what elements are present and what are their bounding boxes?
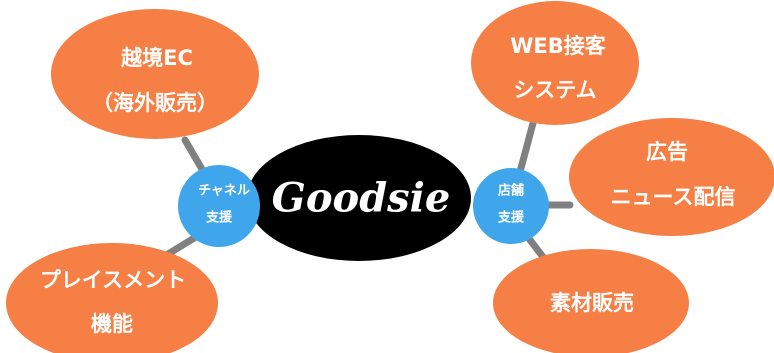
hub-store-support-line2: 支援	[497, 210, 525, 226]
hub-channel-support-shape	[178, 165, 260, 247]
hub-store-support: 店舗 支援	[473, 168, 549, 244]
node-ad-news-line1: 広告	[646, 140, 688, 164]
node-crossborder-line2: （海外販売）	[92, 91, 218, 115]
hub-store-support-line1: 店舗	[498, 183, 524, 199]
node-web-service-shape	[471, 1, 639, 125]
node-ad-news-line2: ニュース配信	[611, 185, 736, 209]
node-web-service: WEB接客 システム	[471, 1, 639, 125]
node-placement: プレイスメント 機能	[6, 243, 218, 353]
hub-store-support-shape	[473, 168, 549, 244]
node-crossborder-line1: 越境EC	[120, 46, 193, 70]
node-ad-news-shape	[569, 118, 774, 236]
node-placement-line1: プレイスメント	[40, 268, 186, 292]
node-placement-shape	[6, 243, 218, 353]
hub-channel-support-line1: チャネル	[198, 184, 250, 199]
node-web-service-line1: WEB接客	[510, 34, 607, 58]
node-ad-news: 広告 ニュース配信	[569, 118, 774, 236]
node-web-service-line2: システム	[513, 78, 596, 102]
hub-channel-support-line2: 支援	[205, 210, 233, 226]
node-crossborder: 越境EC （海外販売）	[51, 9, 259, 139]
node-materials-line1: 素材販売	[550, 291, 634, 315]
node-materials-shape	[493, 249, 689, 353]
node-materials: 素材販売	[493, 249, 689, 353]
center-node: Goodsie	[247, 135, 471, 261]
node-crossborder-shape	[51, 9, 259, 139]
center-node-shape	[247, 135, 471, 261]
center-node-label: Goodsie	[272, 175, 451, 222]
hub-channel-support: チャネル 支援	[178, 165, 260, 247]
node-placement-line2: 機能	[91, 312, 133, 336]
